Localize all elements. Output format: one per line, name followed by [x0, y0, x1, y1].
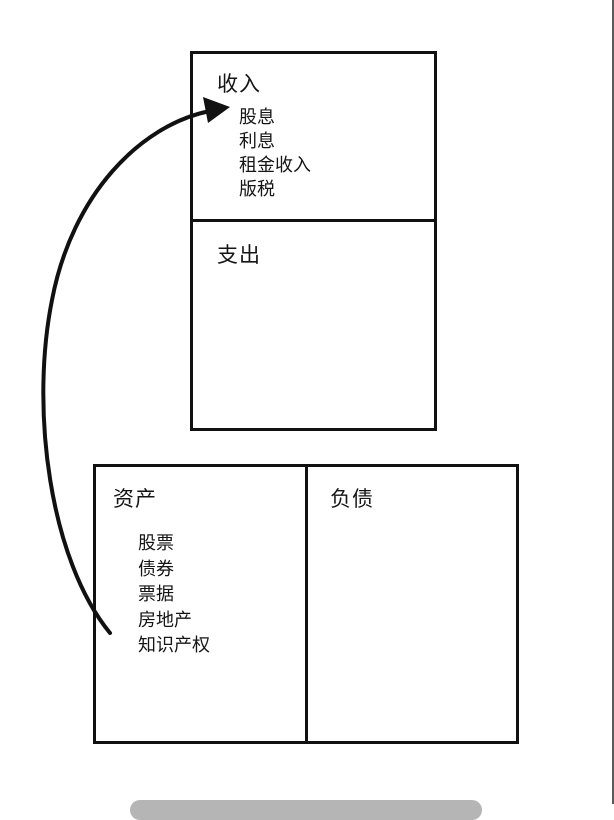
liability-heading: 负债: [330, 487, 374, 511]
income-item-rental-income: 租金收入: [239, 155, 311, 176]
asset-item-stocks: 股票: [138, 533, 174, 554]
asset-item-notes: 票据: [138, 584, 174, 605]
income-heading: 收入: [217, 72, 261, 96]
asset-heading: 资产: [113, 487, 157, 511]
page-edge-line: [612, 0, 614, 804]
balance-sheet-box: 资产 股票 债券 票据 房地产 知识产权 负债: [93, 464, 519, 744]
liability-section: 负债: [308, 467, 516, 741]
income-item-dividends: 股息: [239, 107, 275, 128]
asset-item-bonds: 债券: [138, 558, 174, 580]
income-items-list: 股息 利息 租金收入 版税: [239, 106, 311, 202]
income-item-royalties: 版税: [239, 179, 275, 200]
expense-section: 支出: [193, 222, 434, 428]
asset-items-list: 股票 债券 票据 房地产 知识产权: [138, 531, 210, 659]
asset-section: 资产 股票 债券 票据 房地产 知识产权: [96, 467, 308, 741]
asset-item-real-estate: 房地产: [138, 609, 192, 631]
income-item-interest: 利息: [239, 131, 275, 152]
asset-item-intellectual-property: 知识产权: [138, 635, 210, 656]
income-statement-box: 收入 股息 利息 租金收入 版税 支出: [190, 51, 437, 431]
bottom-bar: [130, 800, 482, 820]
expense-heading: 支出: [217, 243, 261, 267]
income-section: 收入 股息 利息 租金收入 版税: [193, 54, 434, 222]
